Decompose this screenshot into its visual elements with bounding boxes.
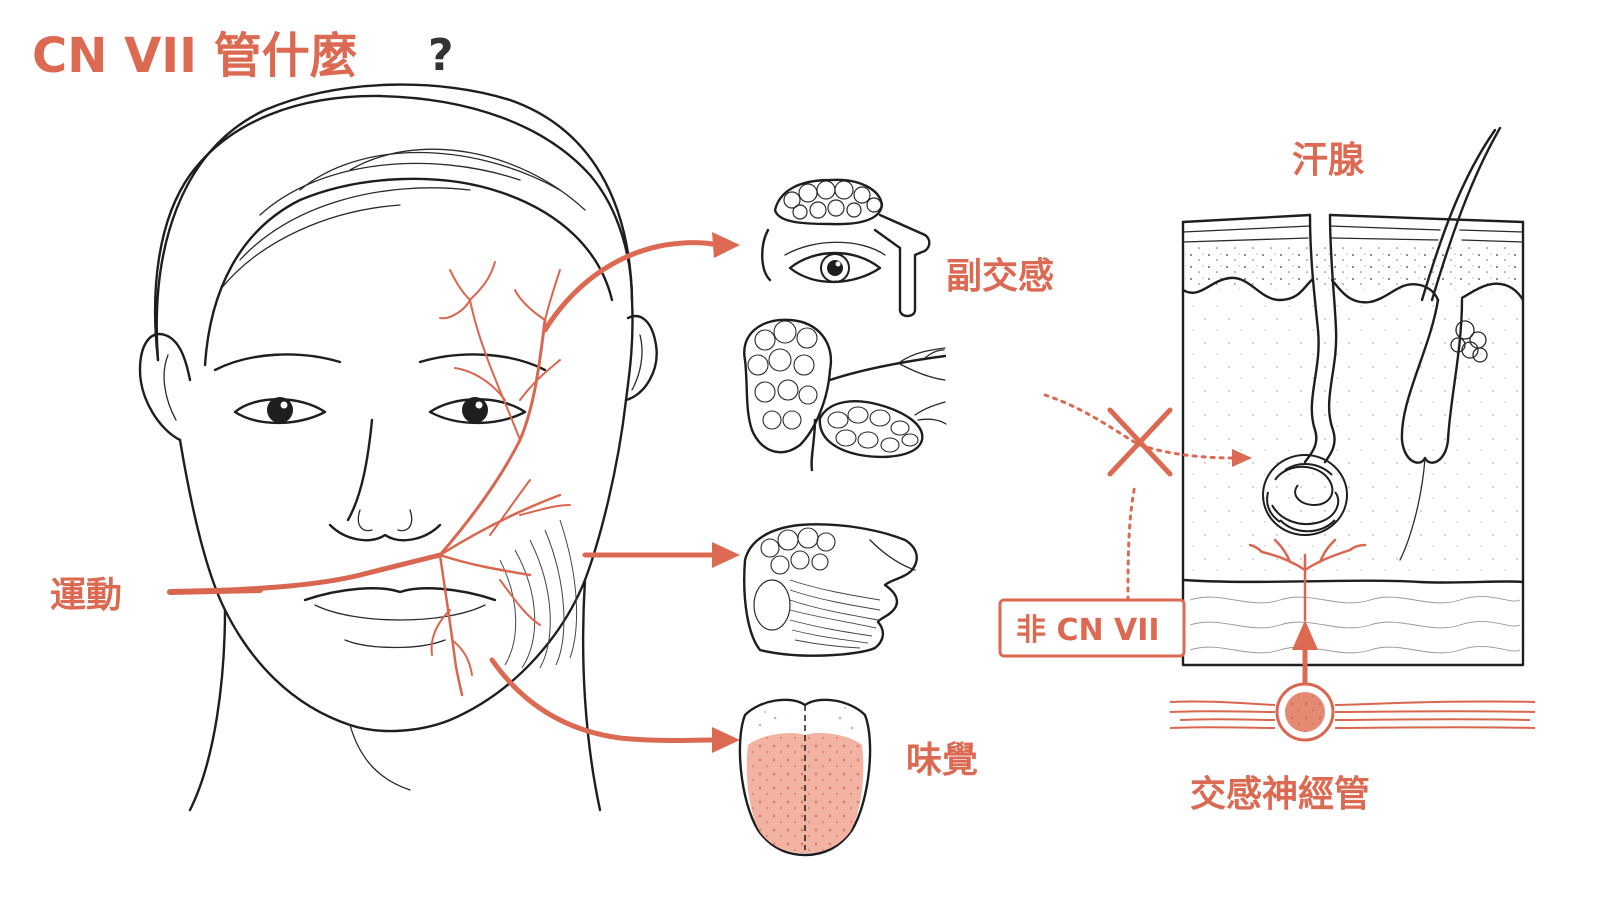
arrow-to-lacrimal [542,232,740,333]
skin-section-icon [1181,126,1525,667]
motor-arrow [167,587,263,595]
title-text: CN VII 管什麼 [32,28,358,84]
page-title: CN VII 管什麼 ? [32,28,454,84]
arrow-to-salivary [582,542,740,568]
sympathetic-fibers [1248,538,1367,622]
face-illustration [138,83,658,812]
not-cn7-label: 非 CN VII [1016,613,1160,648]
arrow-to-tongue [489,657,740,753]
facial-nerve-branches [167,261,571,697]
sympathetic-chain-icon [1169,620,1536,742]
parasympathetic-label: 副交感 [946,255,1054,297]
cross-mark-icon [1107,407,1173,477]
not-cn7-box: 非 CN VII [998,598,1186,658]
sympathetic-label: 交感神經管 [1190,773,1370,815]
lacrimal-gland-eye-icon [761,178,931,318]
taste-label: 味覺 [906,740,978,781]
masseter-hatching [499,519,578,669]
motor-label: 運動 [50,575,122,616]
sweat-gland-label: 汗腺 [1292,140,1365,181]
salivary-glands-icon [743,318,947,472]
face-profile-glands-icon [743,523,918,657]
tongue-icon [738,698,872,857]
title-question-mark: ? [428,30,454,81]
